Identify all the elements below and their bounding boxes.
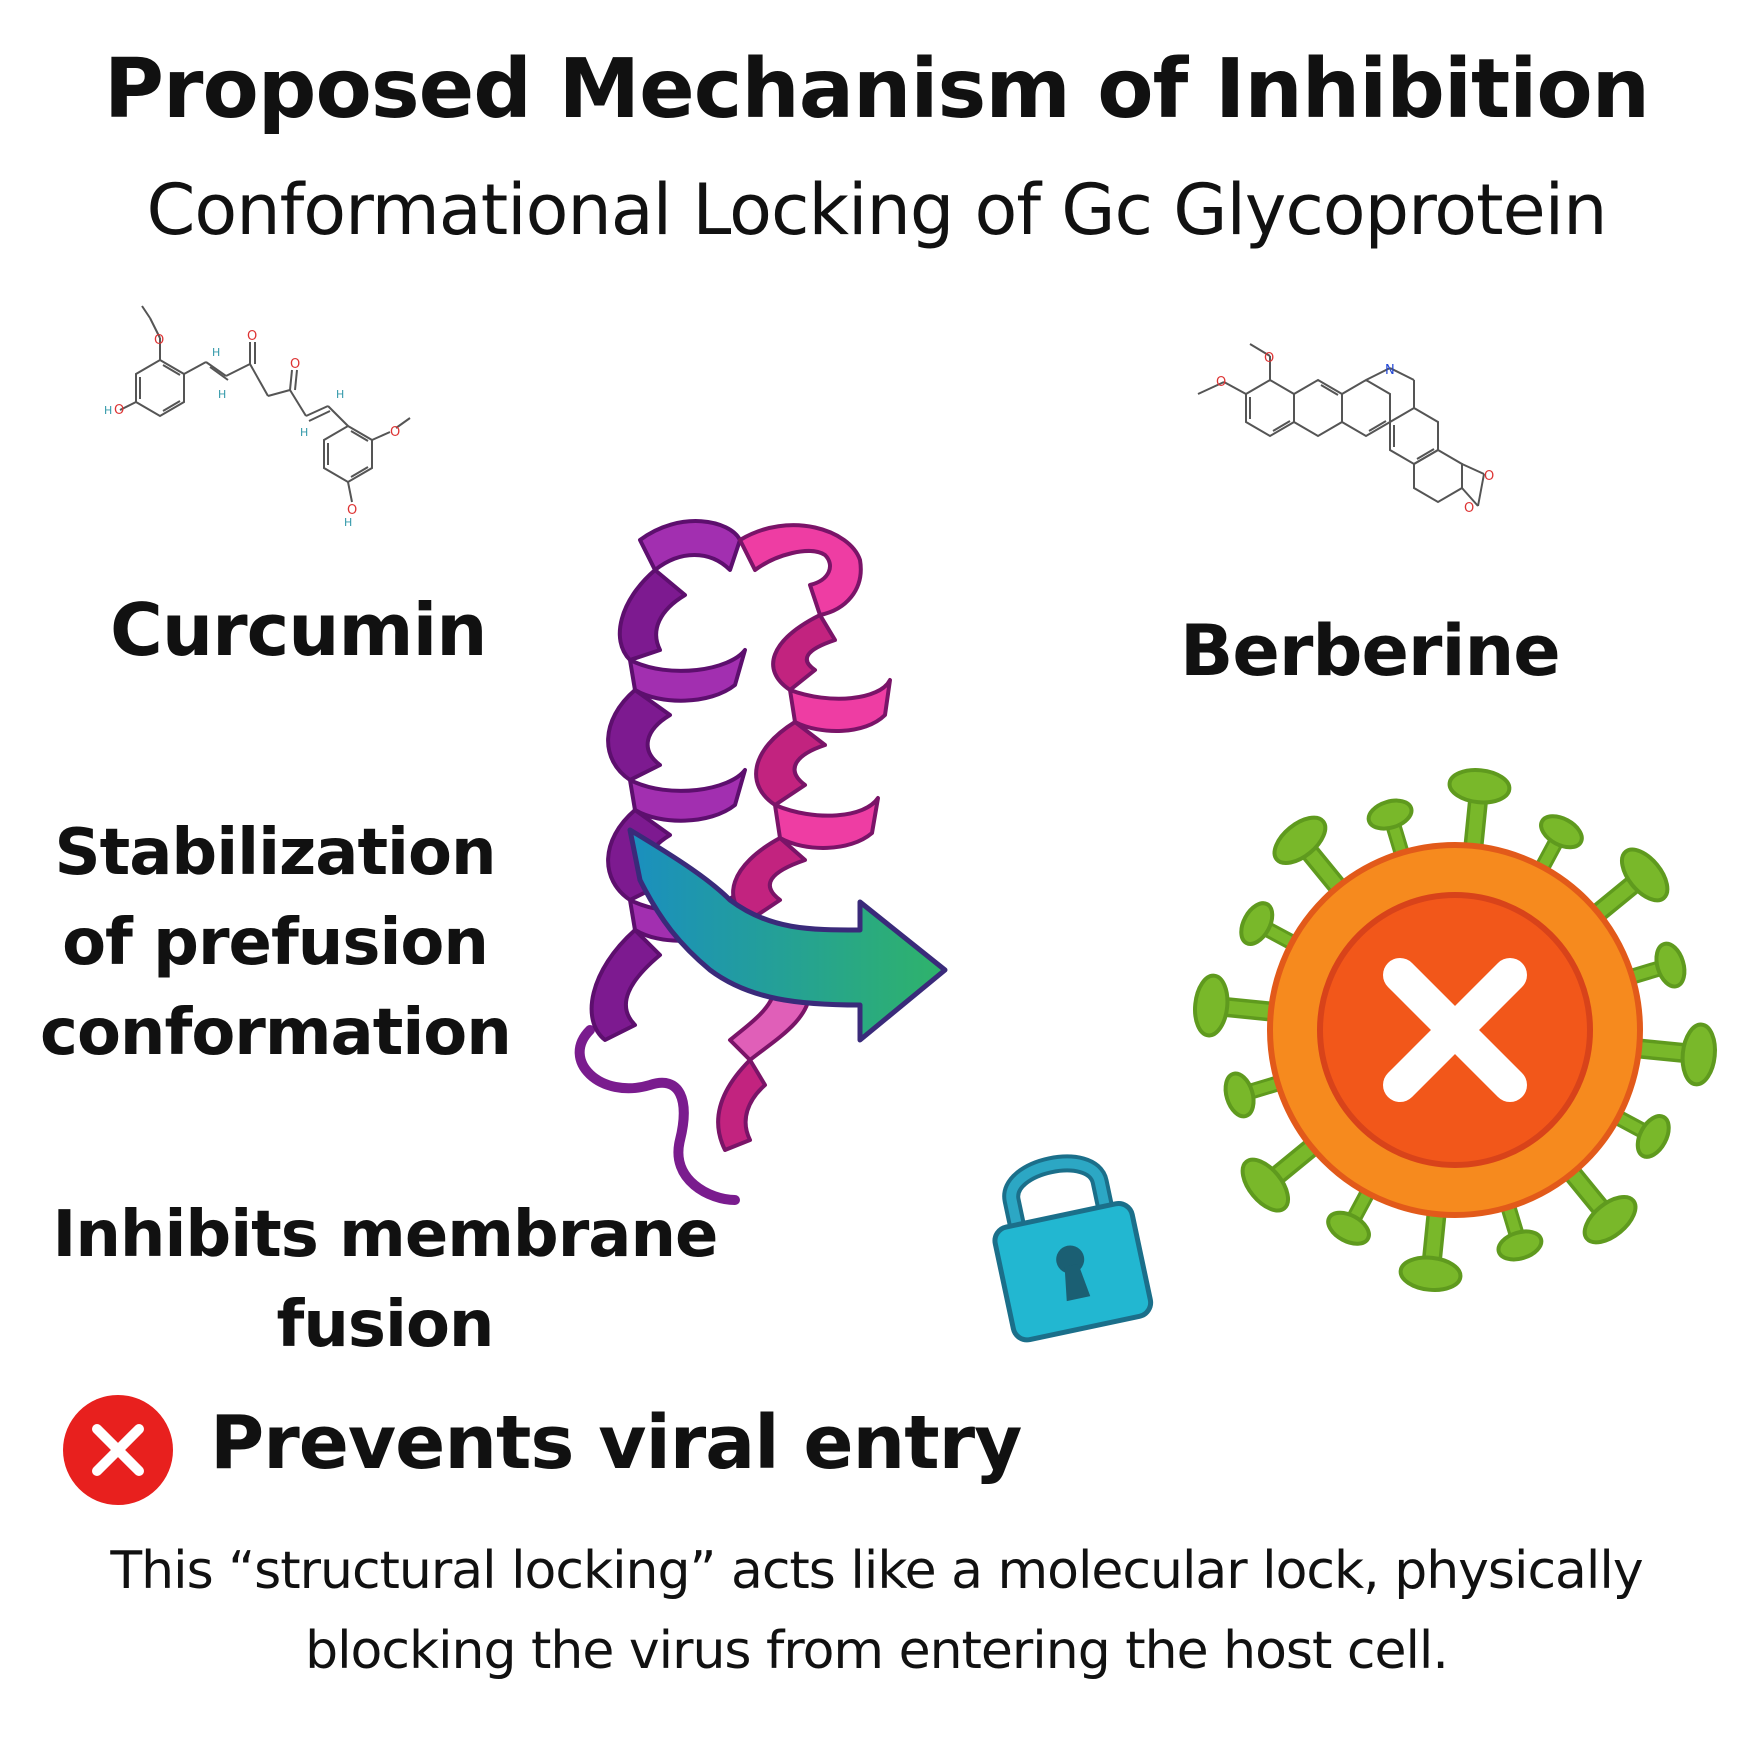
virus-spike-head xyxy=(1326,1210,1371,1246)
virus-spike-head xyxy=(1193,973,1230,1038)
virus-spike-head xyxy=(1635,1114,1671,1159)
virus-spike-head xyxy=(1398,1255,1463,1292)
atom-hydrogen: H xyxy=(344,516,352,529)
stabilization-line-1: Stabilization xyxy=(54,816,497,890)
atom-oxygen: O xyxy=(1464,501,1474,516)
virus-icon xyxy=(1193,768,1717,1292)
protein-ribbon xyxy=(574,519,948,1205)
stabilization-line-3: conformation xyxy=(40,996,512,1070)
footnote-line-1: This “structural locking” acts like a mo… xyxy=(110,1541,1643,1601)
prevents-viral-entry-label: Prevents viral entry xyxy=(210,1400,1022,1486)
padlock-icon xyxy=(992,1154,1154,1343)
virus-spike-head xyxy=(1366,798,1414,831)
atom-oxygen: O xyxy=(290,357,300,372)
atom-hydrogen: H xyxy=(104,404,112,417)
virus-spike-head xyxy=(1496,1229,1544,1262)
virus-spike-head xyxy=(1447,768,1512,805)
page-title: Proposed Mechanism of Inhibition xyxy=(103,42,1650,137)
atom-nitrogen: N xyxy=(1385,363,1395,378)
atom-oxygen: O xyxy=(347,503,357,518)
atom-hydrogen: H xyxy=(218,388,226,401)
atom-oxygen: O xyxy=(114,403,124,418)
atom-hydrogen: H xyxy=(212,346,220,359)
virus-spike-head xyxy=(1240,1157,1291,1213)
direction-arrow xyxy=(627,827,948,1043)
virus-spike-head xyxy=(1582,1194,1638,1245)
virus-spike-head xyxy=(1239,901,1275,946)
atom-hydrogen: H xyxy=(336,388,344,401)
virus-spike-head xyxy=(1654,941,1687,989)
atom-oxygen: O xyxy=(1264,351,1274,366)
virus-spike-head xyxy=(1619,847,1670,903)
berberine-structure: O O O O N xyxy=(1197,343,1494,516)
atom-oxygen: O xyxy=(1484,469,1494,484)
atom-oxygen: O xyxy=(154,333,164,348)
virus-spike-head xyxy=(1223,1071,1256,1119)
atom-oxygen: O xyxy=(390,425,400,440)
curcumin-label: Curcumin xyxy=(110,588,488,672)
virus-spike-head xyxy=(1680,1022,1717,1087)
footnote-line-2: blocking the virus from entering the hos… xyxy=(305,1621,1449,1681)
virus-spike-head xyxy=(1539,814,1584,850)
inhibits-line-2: fusion xyxy=(276,1288,495,1362)
berberine-label: Berberine xyxy=(1180,610,1561,692)
curcumin-structure: O O O O O O H H H H H H xyxy=(104,305,411,529)
red-x-icon xyxy=(63,1395,173,1505)
atom-oxygen: O xyxy=(247,329,257,344)
virus-spike-head xyxy=(1272,815,1328,866)
stabilization-line-2: of prefusion xyxy=(62,906,489,980)
page-subtitle: Conformational Locking of Gc Glycoprotei… xyxy=(146,169,1608,251)
atom-hydrogen: H xyxy=(300,426,308,439)
inhibits-line-1: Inhibits membrane xyxy=(52,1198,719,1272)
atom-oxygen: O xyxy=(1216,375,1226,390)
close-icon xyxy=(1383,958,1527,1102)
